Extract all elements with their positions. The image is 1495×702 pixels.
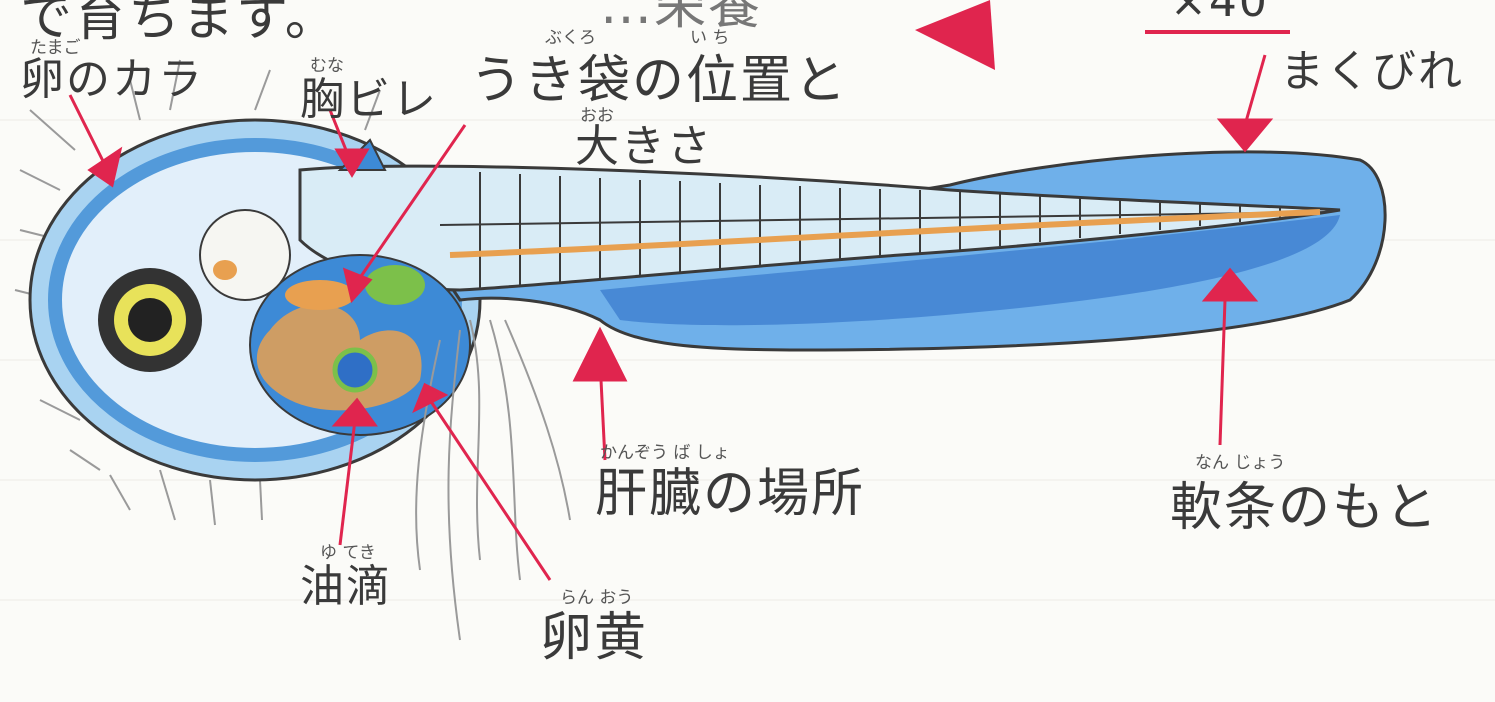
notochord-stripe xyxy=(449,209,1321,258)
fin-fold-label: まくびれ xyxy=(1280,46,1464,97)
liver-ruby: かんぞう ば しょ xyxy=(600,443,730,463)
fin-rays-label: 軟条のもと xyxy=(1170,478,1439,538)
magnification-label: ×40 xyxy=(1170,0,1269,27)
swim-bladder-size-label: 大きさ xyxy=(575,121,713,172)
header-cut-fragment: …栄養 xyxy=(600,0,763,36)
top-arrowhead xyxy=(915,0,995,70)
tail-dark-core xyxy=(600,215,1340,326)
yolk-ruby: らん おう xyxy=(560,588,634,608)
body-segments xyxy=(439,172,1331,288)
yolk-label: 卵黄 xyxy=(540,608,649,668)
fin-ray-lines xyxy=(415,319,571,641)
fin-rays-ruby: なん じょう xyxy=(1195,453,1286,473)
swim-bladder-size-ruby: おお xyxy=(580,106,614,126)
oil-droplet-ruby: ゆ てき xyxy=(320,543,376,563)
head-spot xyxy=(213,260,237,280)
liver-label: 肝臓の場所 xyxy=(595,464,866,524)
swim-bladder-label: うき袋の位置と xyxy=(470,51,849,111)
egg-shell-ruby: たまご xyxy=(30,38,81,58)
swim-bladder-ruby: ぶくろ xyxy=(545,28,596,48)
oil-droplet-label: 油滴 xyxy=(300,561,392,612)
oil-droplet-shape xyxy=(332,347,378,393)
green-organ xyxy=(365,265,425,305)
swim-bladder-ruby2: い ち xyxy=(690,28,730,48)
egg-shell-hairs xyxy=(14,59,381,526)
head-bubble xyxy=(199,209,291,301)
pectoral-fin-label: 胸ビレ xyxy=(300,74,438,125)
egg-shell-label: 卵のカラ xyxy=(20,54,204,105)
pectoral-fin-ruby: むな xyxy=(310,56,344,76)
eye-pupil xyxy=(128,298,172,342)
orange-organ xyxy=(285,280,355,310)
header-fragment: で育ちます。 xyxy=(20,0,339,48)
arrows xyxy=(68,54,1274,581)
